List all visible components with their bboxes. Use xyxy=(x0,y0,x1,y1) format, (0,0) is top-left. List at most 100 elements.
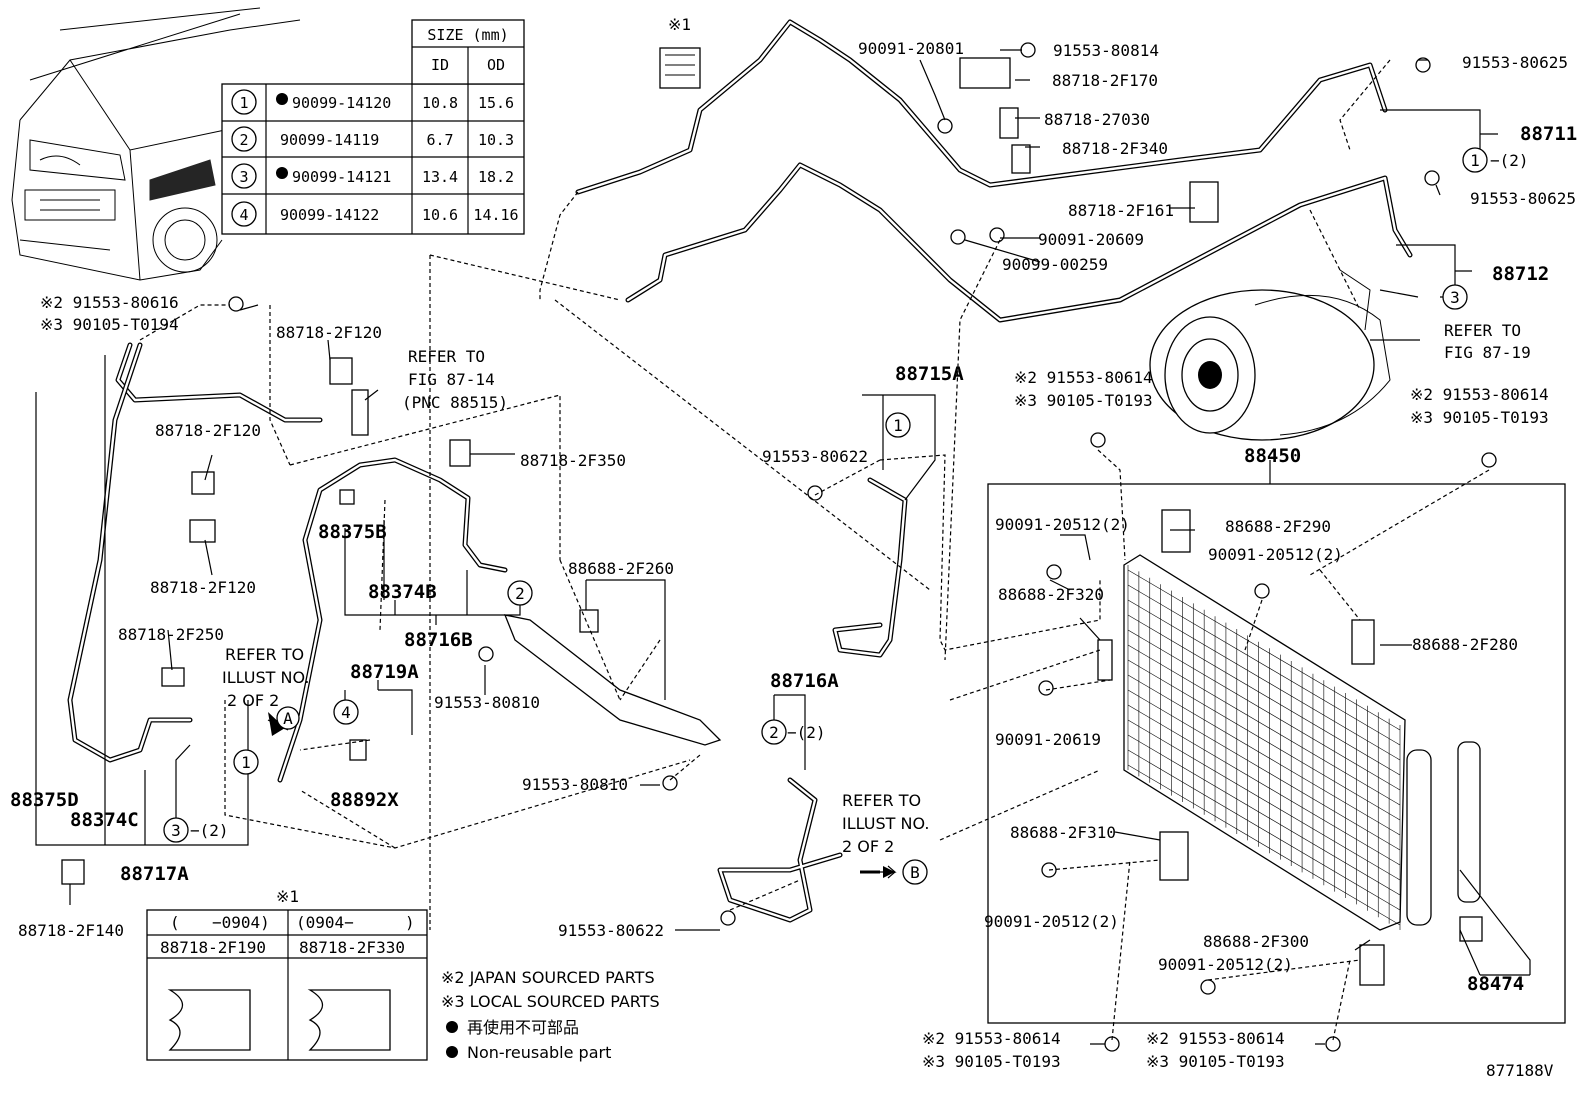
refer-illust-A-line3: 2 OF 2 xyxy=(227,691,279,710)
label-circle3-qty: −(2) xyxy=(190,821,229,840)
refer-illust-B-line1: REFER TO xyxy=(842,791,921,810)
fittings xyxy=(61,42,1497,1052)
label-88718-2F140: 88718-2F140 xyxy=(18,921,124,940)
mark-1-label: ※1 xyxy=(668,15,691,34)
label-88715A: 88715A xyxy=(895,363,964,385)
callout-3: 3 xyxy=(1450,288,1460,307)
inset-col2-close: ) xyxy=(405,913,415,932)
table-row: 4 90099-14122 10.6 14.16 xyxy=(231,201,519,227)
label-90099-00259: 90099-00259 xyxy=(1002,255,1108,274)
row-number: 1 xyxy=(239,94,248,112)
label-88716B: 88716B xyxy=(404,629,473,651)
bolt-icon xyxy=(1200,979,1216,995)
bolt-icon xyxy=(807,485,823,501)
label-circle1-qty: −(2) xyxy=(1490,151,1529,170)
size-table-col-id: ID xyxy=(431,56,449,74)
legend-japan-sourced: ※2 JAPAN SOURCED PARTS xyxy=(441,968,655,987)
label-90091-20801: 90091-20801 xyxy=(858,39,964,58)
label-88718-2F340: 88718-2F340 xyxy=(1062,139,1168,158)
row-id: 10.8 xyxy=(422,94,458,112)
label-88718-2F120-a: 88718-2F120 xyxy=(276,323,382,342)
condenser xyxy=(987,483,1566,1024)
label-88450: 88450 xyxy=(1244,445,1301,467)
label-90091-20512-b: 90091-20512(2) xyxy=(1208,545,1343,564)
label-91553-80622-a: 91553-80622 xyxy=(762,447,868,466)
row-od: 15.6 xyxy=(478,94,514,112)
row-part-number: 90099-14119 xyxy=(280,131,379,149)
label-90091-20512-c: 90091-20512(2) xyxy=(984,912,1119,931)
callout-circles: 1 3 1 2 4 A 1 3 2 B xyxy=(163,147,1488,885)
label-88712: 88712 xyxy=(1492,263,1549,285)
label-88711: 88711 xyxy=(1520,123,1577,145)
table-row: 1 90099-14120 10.8 15.6 xyxy=(231,89,514,115)
label-88716A: 88716A xyxy=(770,670,839,692)
inset-col1-part: 88718-2F190 xyxy=(160,938,266,957)
label-90091-20512-d: 90091-20512(2) xyxy=(1158,955,1293,974)
condenser-tube xyxy=(1127,719,1401,881)
label-88688-2F290: 88688-2F290 xyxy=(1225,517,1331,536)
drier-plug xyxy=(1459,916,1483,942)
drier-cartridge xyxy=(1457,741,1481,903)
condenser-tube xyxy=(1127,569,1401,731)
label-japan-91553-80614-b: ※2 91553-80614 xyxy=(1410,385,1549,404)
bolt-icon xyxy=(662,775,678,791)
label-local-90105-T0193-c: ※3 90105-T0193 xyxy=(922,1052,1061,1071)
legend-local-sourced: ※3 LOCAL SOURCED PARTS xyxy=(441,992,660,1011)
inset-title: ※1 xyxy=(276,887,299,906)
inset-text: ※1 ( −0904) (0904− ) 88718-2F190 88718-2… xyxy=(160,887,415,957)
condenser-tube xyxy=(1127,764,1401,926)
label-local-90105-T0194: ※3 90105-T0194 xyxy=(40,315,179,334)
condenser-tube xyxy=(1127,614,1401,776)
label-88374C: 88374C xyxy=(70,809,139,831)
label-local-90105-T0193-d: ※3 90105-T0193 xyxy=(1146,1052,1285,1071)
bolt-icon xyxy=(720,910,736,926)
callout-3: 3 xyxy=(171,821,181,840)
compressor-88450 xyxy=(1149,269,1391,441)
condenser-tube xyxy=(1127,599,1401,761)
table-row: 3 90099-14121 13.4 18.2 xyxy=(231,163,514,189)
bolt-icon xyxy=(1020,42,1036,58)
row-part-number: 90099-14121 xyxy=(292,168,391,186)
row-part-number: 90099-14122 xyxy=(280,206,379,224)
refer-fig-87-14-line2: FIG 87-14 xyxy=(408,370,495,389)
bolt-icon xyxy=(1481,452,1497,468)
bolt-icon xyxy=(937,118,953,134)
refer-illust-A-line1: REFER TO xyxy=(225,645,304,664)
non-reusable-bullet-icon xyxy=(446,1046,458,1058)
callout-2: 2 xyxy=(515,584,525,603)
label-88688-2F260: 88688-2F260 xyxy=(568,559,674,578)
label-88718-2F250: 88718-2F250 xyxy=(118,625,224,644)
callout-2: 2 xyxy=(769,723,779,742)
part-labels: ※1 90091-20801 91553-80814 91553-80625 8… xyxy=(10,15,1577,1080)
van-illustration xyxy=(11,7,301,281)
condenser-tube xyxy=(1127,644,1401,806)
condenser-tube xyxy=(1127,749,1401,911)
label-circle2-qty: −(2) xyxy=(787,723,826,742)
bolt-icon xyxy=(1046,564,1062,580)
row-id: 13.4 xyxy=(422,168,458,186)
legend-nonreusable-en: Non-reusable part xyxy=(467,1043,611,1062)
label-88717A: 88717A xyxy=(120,863,189,885)
refer-fig-87-19-line2: FIG 87-19 xyxy=(1444,343,1531,362)
label-91553-80625-b: 91553-80625 xyxy=(1470,189,1576,208)
condenser-tube xyxy=(1127,584,1401,746)
label-91553-80814: 91553-80814 xyxy=(1053,41,1159,60)
label-91553-80625: 91553-80625 xyxy=(1462,53,1568,72)
refer-fig-87-19-line1: REFER TO xyxy=(1444,321,1521,340)
bolt-icon xyxy=(1090,432,1106,448)
condenser-tube xyxy=(1127,704,1401,866)
label-88688-2F300: 88688-2F300 xyxy=(1203,932,1309,951)
label-88688-2F280: 88688-2F280 xyxy=(1412,635,1518,654)
condenser-tube xyxy=(1127,674,1401,836)
callout-B: B xyxy=(910,863,920,882)
label-91553-80622-b: 91553-80622 xyxy=(558,921,664,940)
label-88718-2F120-b: 88718-2F120 xyxy=(155,421,261,440)
legend-nonreusable-jp: 再使用不可部品 xyxy=(467,1018,579,1037)
bolt-icon xyxy=(1254,583,1270,599)
refer-illust-B-line2: ILLUST NO. xyxy=(842,814,929,833)
label-local-90105-T0193-b: ※3 90105-T0193 xyxy=(1410,408,1549,427)
row-od: 10.3 xyxy=(478,131,514,149)
clamp-icon xyxy=(659,47,701,89)
callout-4: 4 xyxy=(341,703,351,722)
